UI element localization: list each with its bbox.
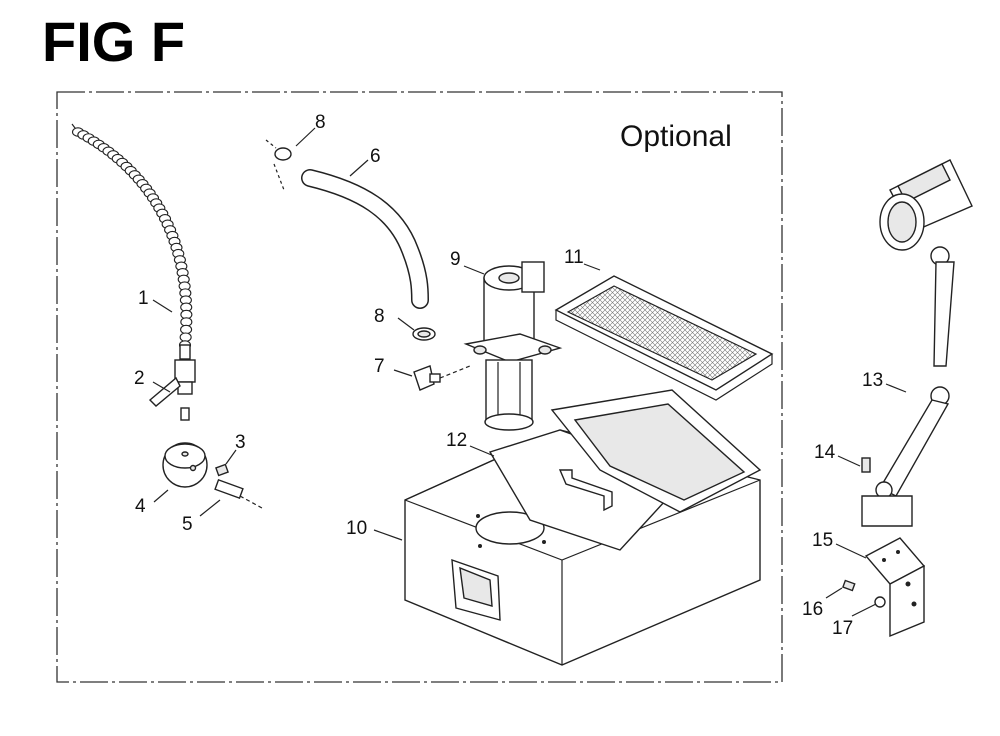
optional-label: Optional	[620, 120, 732, 153]
callout-8-lower: 8	[374, 306, 385, 327]
tank-cover-part	[488, 389, 762, 551]
filter-basket-part	[554, 275, 774, 401]
screw-part-3	[215, 463, 229, 477]
figure-title: FIG F	[42, 10, 186, 73]
hose-segment	[179, 332, 192, 342]
callout-12: 12	[446, 430, 467, 451]
hose-tube-part	[301, 169, 429, 309]
callout-3: 3	[235, 432, 246, 453]
callout-7: 7	[374, 356, 385, 377]
callout-1: 1	[138, 288, 149, 309]
callout-16: 16	[802, 599, 823, 620]
fitting-part-5	[214, 478, 263, 509]
round-base-part	[162, 442, 208, 488]
valve-part	[148, 359, 196, 421]
callout-11: 11	[564, 247, 584, 268]
leader-lines	[152, 127, 907, 617]
callout-9: 9	[450, 249, 461, 270]
screw-washer-part	[842, 579, 886, 608]
callout-10: 10	[346, 518, 367, 539]
callout-6: 6	[370, 146, 381, 167]
callout-13: 13	[862, 370, 883, 391]
coolant-hose-part	[71, 123, 193, 360]
callout-2: 2	[134, 368, 145, 389]
screw-part-14	[861, 457, 871, 473]
hose-clamp-top	[265, 139, 292, 191]
optional-frame	[56, 91, 783, 683]
hose-clamp-lower	[412, 327, 436, 341]
bracket-part	[864, 537, 926, 638]
callout-17: 17	[832, 618, 853, 639]
callout-14: 14	[814, 442, 836, 463]
elbow-fitting-part	[413, 365, 471, 391]
callout-8-top: 8	[315, 112, 326, 133]
callout-4: 4	[135, 496, 146, 517]
callout-5: 5	[182, 514, 193, 535]
callout-15: 15	[812, 530, 833, 551]
work-lamp-part	[861, 159, 973, 527]
coolant-pump-part	[463, 261, 563, 431]
